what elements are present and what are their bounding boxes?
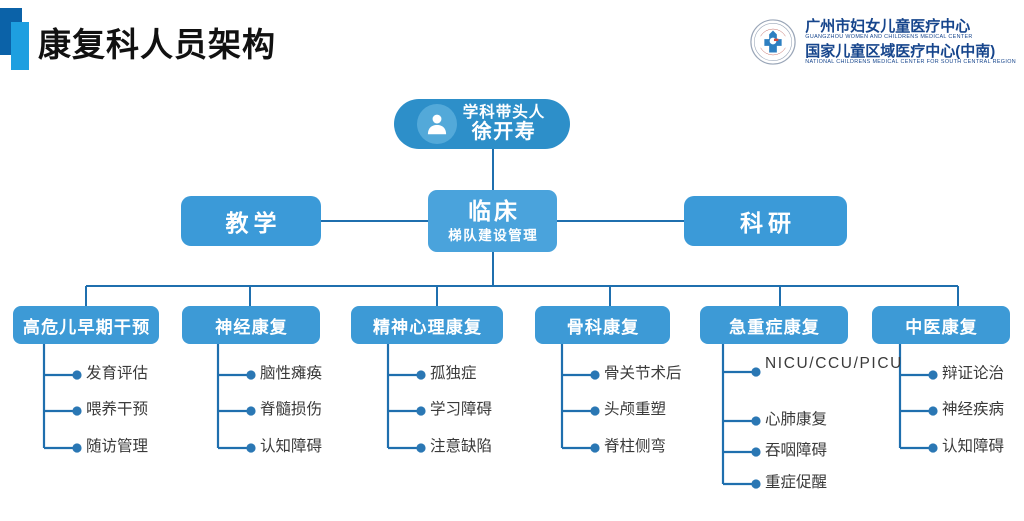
leaf-item[interactable]: 学习障碍 [430,401,493,418]
leaf-bullet-icon [416,443,426,453]
node-department-label: 中医康复 [905,317,978,337]
node-department-label: 骨科康复 [566,317,640,337]
node-department[interactable]: 精神心理康复 [351,306,503,344]
title-accent-light-bar [11,22,29,70]
node-leader[interactable]: 学科带头人 徐开寿 [394,99,570,149]
leaf-item[interactable]: 喂养干预 [86,401,149,418]
leader-role: 学科带头人 [462,104,546,122]
leaf-item[interactable]: NICU/CCU/PICU [765,355,903,372]
leaf-bullet-icon [416,406,426,416]
hospital-logo: 广州市妇女儿童医疗中心 GUANGZHOU WOMEN AND CHILDREN… [749,18,1016,66]
leaf-bullet-icon [928,406,938,416]
logo-en-line-1: GUANGZHOU WOMEN AND CHILDRENS MEDICAL CE… [805,34,973,41]
leader-name: 徐开寿 [471,121,537,144]
node-research-label: 科研 [740,210,796,236]
leaf-bullet-icon [751,479,761,489]
leaf-bullet-icon [928,443,938,453]
leaf-bullet-icon [751,416,761,426]
leaf-bullet-icon [416,370,426,380]
leaf-bullet-icon [751,447,761,457]
leaf-bullet-icon [590,406,600,416]
leaf-item[interactable]: 发育评估 [86,365,149,382]
leaf-bullet-icon [751,367,761,377]
node-clinical-label: 临床 [468,197,520,224]
person-icon [416,104,457,144]
node-department-label: 精神心理康复 [372,317,483,337]
page-title: 康复科人员架构 [38,26,276,63]
node-department[interactable]: 神经康复 [182,306,320,344]
node-clinical[interactable]: 临床 梯队建设管理 [428,190,557,252]
person-glyph [427,114,446,135]
node-department[interactable]: 急重症康复 [700,306,848,344]
node-research[interactable]: 科研 [684,196,847,246]
leaf-bullet-icon [246,406,256,416]
leaf-bullet-icon [72,370,82,380]
logo-en-line-2: NATIONAL CHILDRENS MEDICAL CENTER FOR SO… [805,58,1016,65]
node-department[interactable]: 骨科康复 [535,306,670,344]
logo-cn-line-1: 广州市妇女儿童医疗中心 [805,18,971,36]
leaf-item[interactable]: 吞咽障碍 [765,442,828,459]
node-department[interactable]: 高危儿早期干预 [13,306,159,344]
leaf-item[interactable]: 脑性瘫痪 [260,365,323,382]
leaf-item[interactable]: 头颅重塑 [604,401,667,418]
leaf-bullet-icon [72,406,82,416]
node-teaching[interactable]: 教学 [181,196,321,246]
leaf-item[interactable]: 随访管理 [86,438,149,455]
leaf-item[interactable]: 辩证论治 [942,365,1005,382]
leaf-item[interactable]: 注意缺陷 [430,438,493,455]
node-department-label: 高危儿早期干预 [22,317,151,337]
leaf-bullet-icon [72,443,82,453]
node-teaching-label: 教学 [225,210,282,236]
leaf-item[interactable]: 重症促醒 [765,474,828,491]
leaf-item[interactable]: 骨关节术后 [604,365,682,382]
leaf-item[interactable]: 神经疾病 [942,401,1005,418]
node-department-label: 急重症康复 [729,317,821,337]
node-department-label: 神经康复 [215,317,288,337]
leaf-item[interactable]: 认知障碍 [260,438,323,455]
leaf-item[interactable]: 脊柱侧弯 [604,438,667,455]
leaf-item[interactable]: 孤独症 [430,365,477,382]
leaf-bullet-icon [590,443,600,453]
leaf-item[interactable]: 认知障碍 [942,438,1005,455]
leaf-bullet-icon [246,443,256,453]
logo-cn-line-2: 国家儿童区域医疗中心(中南) [805,42,996,60]
node-department[interactable]: 中医康复 [872,306,1010,344]
leaf-item[interactable]: 心肺康复 [765,411,828,428]
leaf-item[interactable]: 脊髓损伤 [260,401,323,418]
node-clinical-sublabel: 梯队建设管理 [448,227,539,243]
hospital-seal-icon [750,19,796,65]
leaf-bullet-icon [928,370,938,380]
leaf-bullet-icon [590,370,600,380]
leaf-bullet-icon [246,370,256,380]
